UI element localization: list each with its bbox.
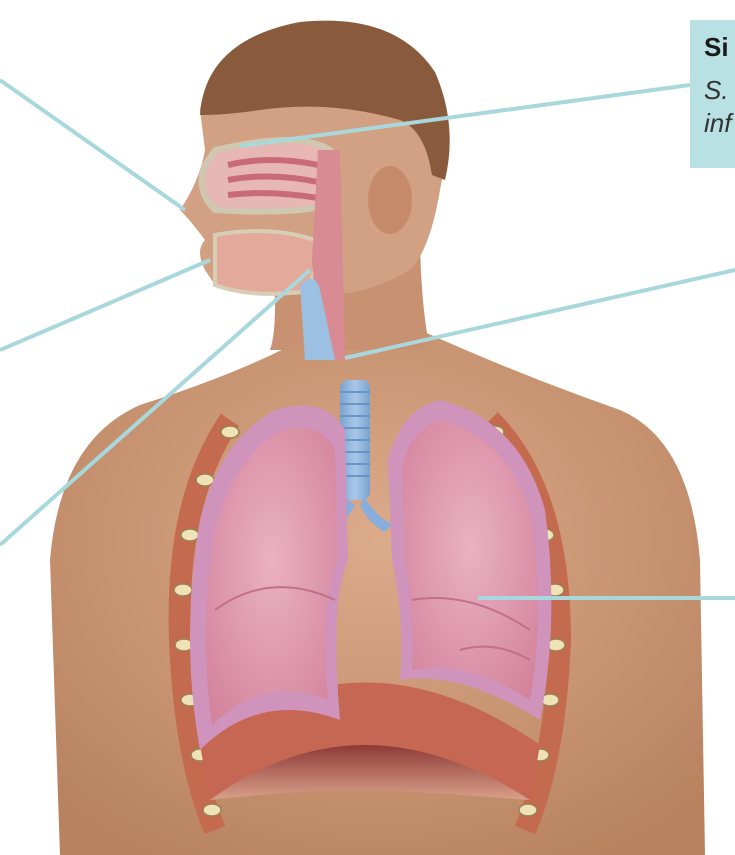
sinus-label-title: Si	[704, 32, 735, 62]
ear	[368, 166, 412, 234]
sinus-label-box: Si S. inf	[690, 20, 735, 168]
leader-line-mouth	[0, 260, 210, 350]
sinus-label-subtitle-line2: inf	[704, 107, 735, 140]
sinus-label-subtitle-line1: S.	[704, 74, 735, 107]
leader-line-nose	[0, 80, 185, 210]
